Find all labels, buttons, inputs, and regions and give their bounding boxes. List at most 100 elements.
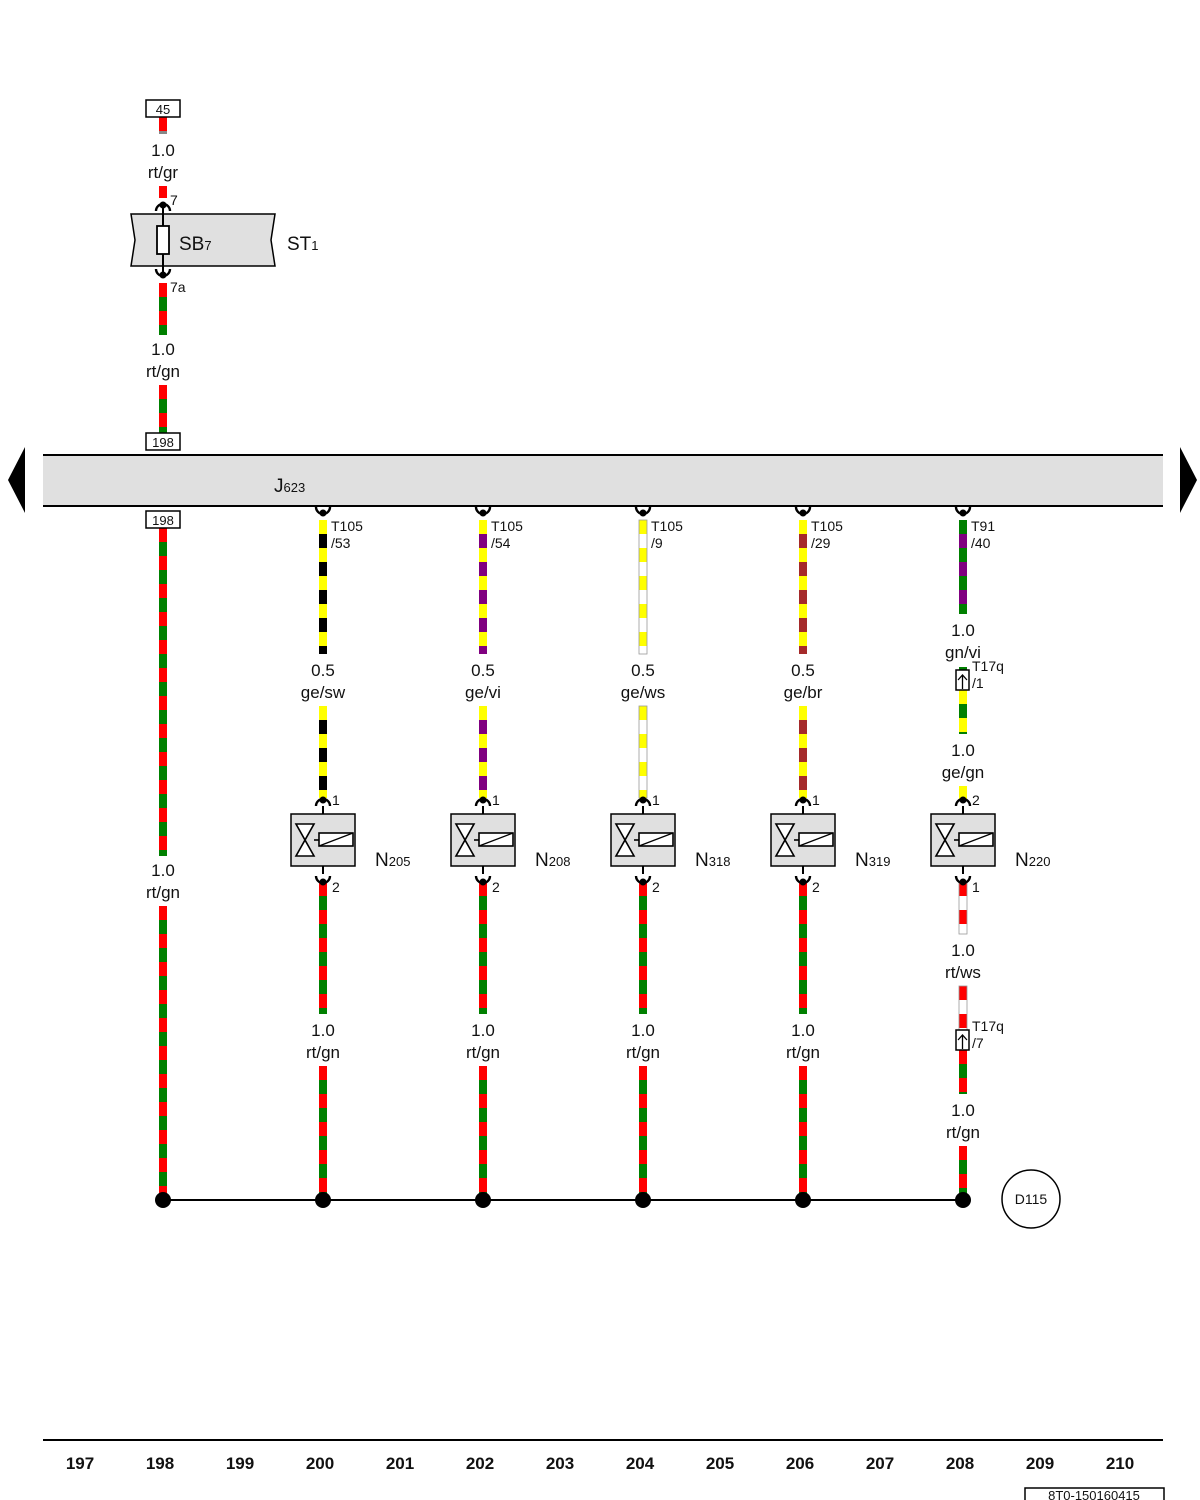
wire-n220-gn-vi[interactable]	[959, 520, 967, 614]
continue-left-arrow[interactable]	[8, 447, 25, 513]
wire-feed-rt-gn-lower[interactable]	[159, 385, 167, 433]
ground-wire-gauge-205: 1.0	[311, 1021, 335, 1040]
ground-wire-color-208: rt/gn	[466, 1043, 500, 1062]
wire-319-upper[interactable]	[799, 520, 807, 654]
wire-gauge-208: 0.5	[471, 661, 495, 680]
wire-319-ground-upper[interactable]	[799, 882, 807, 1014]
wire-n220-rt-gn-lower[interactable]	[959, 1146, 967, 1196]
valve-terminal-bottom-205[interactable]	[314, 875, 332, 886]
wire-319-lower[interactable]	[799, 706, 807, 798]
ecu-label: J623	[274, 476, 305, 497]
wire-gauge-319: 0.5	[791, 661, 815, 680]
n220-terminal-bottom[interactable]	[954, 875, 972, 886]
column-number: 210	[1106, 1454, 1134, 1473]
column-number: 202	[466, 1454, 494, 1473]
valve-terminal-bottom-318[interactable]	[634, 875, 652, 886]
valve-n208[interactable]	[450, 806, 516, 874]
wire-layer	[159, 117, 968, 1196]
fuse-terminal-out[interactable]	[154, 268, 172, 279]
ground-point-d115[interactable]: D115	[1001, 1169, 1061, 1229]
wire-205-ground-upper[interactable]	[319, 882, 327, 1014]
n220-wire4-color: rt/gn	[946, 1123, 980, 1142]
continue-right-arrow[interactable]	[1180, 447, 1197, 513]
valve-n220[interactable]	[930, 806, 996, 874]
ecu-terminal-208[interactable]	[474, 506, 492, 517]
wire-top-rt-gr[interactable]	[159, 117, 167, 134]
wire-n220-rt-ws-lower[interactable]	[958, 985, 968, 1031]
wire-feed-rt-gn[interactable]	[159, 283, 167, 335]
wire-208-ground-upper[interactable]	[479, 882, 487, 1014]
ref-box-lower[interactable]: 198	[145, 510, 181, 529]
fuse-label: SB7	[179, 234, 212, 255]
t17q-connector-1[interactable]	[955, 669, 970, 691]
column-number: 209	[1026, 1454, 1054, 1473]
svg-text:198: 198	[152, 435, 174, 450]
connector-label-208: T105	[491, 518, 523, 534]
fuse-sb7-symbol[interactable]	[156, 225, 170, 255]
valve-terminal-top-318[interactable]	[634, 796, 652, 807]
wire-n220-ge-gn-lower[interactable]	[959, 786, 967, 800]
top-wire-color: rt/gr	[148, 163, 179, 182]
wire-208-ground-lower[interactable]	[479, 1066, 487, 1196]
valve-n319[interactable]	[770, 806, 836, 874]
wire-return-rt-gn-lower[interactable]	[159, 906, 167, 1196]
valve-terminal-top-208[interactable]	[474, 796, 492, 807]
column-number: 203	[546, 1454, 574, 1473]
fuse-terminal-in[interactable]	[154, 201, 172, 212]
n220-ecu-terminal[interactable]	[954, 506, 972, 517]
valve-n318[interactable]	[610, 806, 676, 874]
wire-top-rt-gr-lower[interactable]	[159, 186, 167, 198]
column-number: 200	[306, 1454, 334, 1473]
t17q-1-name: T17q	[972, 658, 1004, 674]
ecu-terminal-205[interactable]	[314, 506, 332, 517]
wire-n220-rt-gn[interactable]	[959, 1050, 967, 1094]
valve-terminal-bottom-319[interactable]	[794, 875, 812, 886]
wire-208-upper[interactable]	[479, 520, 487, 654]
n220-wire4-gauge: 1.0	[951, 1101, 975, 1120]
valve-terminal-top-205[interactable]	[314, 796, 332, 807]
ecu-terminal-318[interactable]	[634, 506, 652, 517]
valve-terminal-bottom-208[interactable]	[474, 875, 492, 886]
column-number: 204	[626, 1454, 655, 1473]
valve-terminal-top-319[interactable]	[794, 796, 812, 807]
wire-208-lower[interactable]	[479, 706, 487, 798]
wire-n220-rt-ws[interactable]	[958, 881, 968, 935]
valve-pin-top-208: 1	[492, 792, 500, 808]
n220-wire2-color: ge/gn	[942, 763, 985, 782]
connector-pin-318: /9	[651, 535, 663, 551]
t17q-2-name: T17q	[972, 1018, 1004, 1034]
t17q-connector-2[interactable]	[955, 1029, 970, 1051]
wire-205-lower[interactable]	[319, 706, 327, 798]
column-number: 206	[786, 1454, 814, 1473]
column-number: 201	[386, 1454, 414, 1473]
wire-318-ground-lower[interactable]	[639, 1066, 647, 1196]
connector-pin-208: /54	[491, 535, 511, 551]
return-wire-gauge: 1.0	[151, 861, 175, 880]
doc-ref-box: 8T0-150160415	[1024, 1487, 1165, 1500]
valve-pin-top-205: 1	[332, 792, 340, 808]
top-ref-box[interactable]: 45	[145, 99, 181, 118]
wire-return-rt-gn[interactable]	[159, 528, 167, 856]
n220-connector: T91	[971, 518, 995, 534]
ecu-terminal-319[interactable]	[794, 506, 812, 517]
n220-wire2-gauge: 1.0	[951, 741, 975, 760]
wire-318-upper[interactable]	[638, 519, 648, 655]
feed-wire-color: rt/gn	[146, 362, 180, 381]
ecu-j623-body[interactable]	[43, 455, 1163, 506]
wire-205-upper[interactable]	[319, 520, 327, 654]
n220-wire1-color: gn/vi	[945, 643, 981, 662]
ref-box-upper[interactable]: 198	[145, 432, 181, 451]
n220-connector-pin: /40	[971, 535, 991, 551]
wire-318-lower[interactable]	[638, 705, 648, 799]
n220-terminal-top[interactable]	[954, 796, 972, 807]
wire-318-ground-upper[interactable]	[639, 882, 647, 1014]
wire-n220-ge-gn[interactable]	[959, 690, 967, 734]
wire-205-ground-lower[interactable]	[319, 1066, 327, 1196]
wire-319-ground-lower[interactable]	[799, 1066, 807, 1196]
wire-n220-gn-vi-stub[interactable]	[959, 667, 967, 670]
ground-wire-gauge-208: 1.0	[471, 1021, 495, 1040]
connector-label-205: T105	[331, 518, 363, 534]
valve-n205[interactable]	[290, 806, 356, 874]
